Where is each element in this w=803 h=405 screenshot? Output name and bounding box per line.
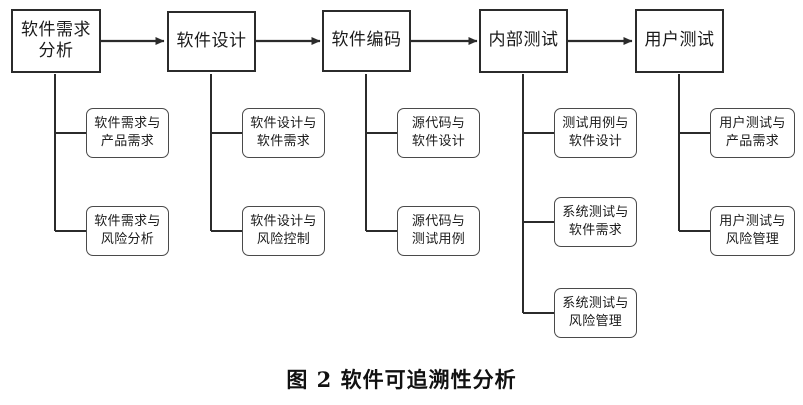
sub-label-line: 软件设计: [568, 134, 623, 149]
sub-label-line: 系统测试与: [562, 296, 629, 312]
sub-box-usertest-vs-product[interactable]: 用户测试与 产品需求: [710, 108, 795, 158]
branch-col5: [678, 74, 710, 232]
sub-box-requirements-vs-product[interactable]: 软件需求与 产品需求: [86, 108, 169, 158]
sub-box-systemtest-vs-risk[interactable]: 系统测试与 风险管理: [554, 288, 637, 338]
stage-label-line: 用户测试: [644, 30, 715, 51]
sub-label-line: 源代码与: [411, 116, 466, 132]
sub-label-line: 风险控制: [256, 232, 311, 247]
stage-label-line: 软件设计: [176, 30, 247, 51]
branch-col2: [210, 74, 242, 232]
sub-label-line: 测试用例: [411, 232, 466, 247]
sub-label-line: 风险分析: [100, 232, 155, 247]
figure-caption: 图 2 软件可追溯性分析: [286, 367, 517, 392]
sub-label-line: 源代码与: [411, 214, 466, 230]
branch-col3: [365, 74, 397, 232]
stage-label-line: 内部测试: [488, 30, 559, 51]
stage-box-software-coding[interactable]: 软件编码: [322, 10, 411, 72]
stage-label-line: 软件需求: [21, 19, 91, 40]
sub-label-line: 产品需求: [725, 134, 780, 149]
sub-label-line: 测试用例与: [562, 116, 629, 132]
sub-box-usertest-vs-risk[interactable]: 用户测试与 风险管理: [710, 206, 795, 256]
sub-label-line: 软件需求与: [94, 214, 161, 230]
stage-box-internal-testing[interactable]: 内部测试: [479, 9, 568, 73]
sub-label-line: 产品需求: [100, 134, 155, 149]
branch-col4: [522, 74, 554, 314]
sub-label-line: 软件设计与: [250, 214, 317, 230]
sub-box-requirements-vs-risk[interactable]: 软件需求与 风险分析: [86, 206, 169, 256]
sub-label-line: 软件需求与: [94, 116, 161, 132]
stage-box-requirements-analysis[interactable]: 软件需求 分析: [11, 9, 101, 73]
sub-label-line: 软件设计: [411, 134, 466, 149]
sub-label-line: 软件需求: [568, 223, 623, 238]
sub-label-line: 用户测试与: [719, 214, 786, 230]
stage-box-software-design[interactable]: 软件设计: [167, 11, 256, 72]
sub-box-systemtest-vs-requirements[interactable]: 系统测试与 软件需求: [554, 197, 637, 247]
sub-label-line: 软件设计与: [250, 116, 317, 132]
sub-label-line: 用户测试与: [719, 116, 786, 132]
sub-label-line: 风险管理: [568, 314, 623, 329]
sub-box-source-vs-design[interactable]: 源代码与 软件设计: [397, 108, 480, 158]
branch-col1: [54, 74, 86, 232]
stage-label-line: 分析: [38, 41, 74, 61]
sub-box-design-vs-requirements[interactable]: 软件设计与 软件需求: [242, 108, 325, 158]
sub-label-line: 软件需求: [256, 134, 311, 149]
sub-label-line: 风险管理: [725, 232, 780, 247]
sub-box-source-vs-testcase[interactable]: 源代码与 测试用例: [397, 206, 480, 256]
stage-box-user-testing[interactable]: 用户测试: [635, 9, 724, 73]
sub-box-design-vs-risk-control[interactable]: 软件设计与 风险控制: [242, 206, 325, 256]
stage-label-line: 软件编码: [331, 30, 402, 51]
sub-box-testcase-vs-design[interactable]: 测试用例与 软件设计: [554, 108, 637, 158]
sub-label-line: 系统测试与: [562, 205, 629, 221]
